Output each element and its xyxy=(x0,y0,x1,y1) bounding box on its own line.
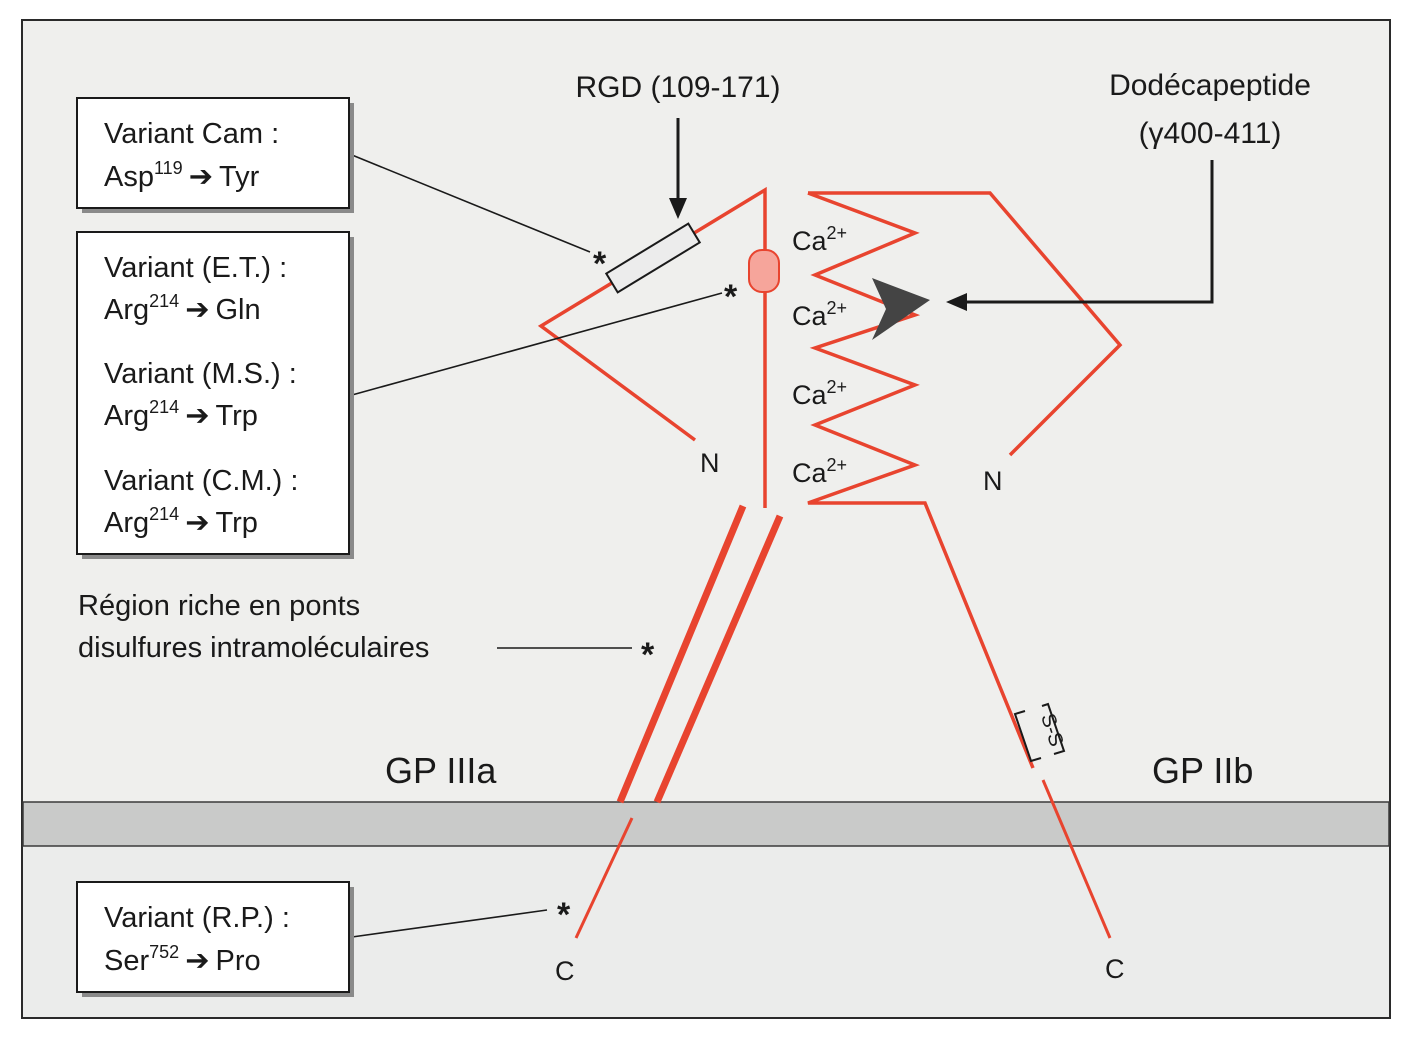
dodecapeptide-range: (γ400-411) xyxy=(1139,117,1282,150)
rgd-label: RGD (109-171) xyxy=(575,71,780,104)
variant-rp-mutation: Ser752➔Pro xyxy=(104,942,261,977)
disulfide-region-label-line2: disulfures intramoléculaires xyxy=(78,632,429,664)
gp3a-cytoplasmic-tail xyxy=(574,817,634,939)
gp2b-c-terminus: C xyxy=(1105,954,1125,984)
cell-membrane xyxy=(22,801,1390,847)
calcium-label-2: Ca2+ xyxy=(792,298,847,331)
ligand-site-oval xyxy=(748,249,780,293)
gp2b-calcium-zigzag xyxy=(807,191,1035,769)
leader-arg214 xyxy=(351,292,723,396)
gp2b-label: GP IIb xyxy=(1152,750,1253,791)
gp2b-outer-loop xyxy=(808,191,1123,457)
gp3a-disulfide-strand-outer xyxy=(616,504,747,804)
variant-ms-title: Variant (M.S.) : xyxy=(104,358,297,390)
variant-cm-mutation: Arg214➔Trp xyxy=(104,504,258,539)
leader-cam xyxy=(351,154,591,253)
dodecapeptide-label: Dodécapeptide xyxy=(1109,69,1311,102)
gp3a-label: GP IIIa xyxy=(385,750,497,791)
dodecapeptide-site-shape xyxy=(872,278,930,340)
rgd-binding-site xyxy=(604,222,702,294)
leader-lines xyxy=(351,154,723,938)
variant-ms-mutation: Arg214➔Trp xyxy=(104,397,258,432)
gp3a-c-terminus: C xyxy=(555,956,575,986)
calcium-label-4: Ca2+ xyxy=(792,455,847,488)
variant-box-cam: Variant Cam : Asp119➔Tyr xyxy=(76,97,354,213)
calcium-label-1: Ca2+ xyxy=(792,223,847,256)
asterisk-disulfide-region: * xyxy=(641,636,655,674)
asterisk-cam: * xyxy=(593,245,607,283)
variant-cm-title: Variant (C.M.) : xyxy=(104,465,298,497)
variant-rp-title: Variant (R.P.) : xyxy=(104,902,290,934)
variant-cam-mutation: Asp119➔Tyr xyxy=(104,158,260,193)
gp2b-n-terminus: N xyxy=(983,466,1003,496)
dodecapeptide-arrow xyxy=(946,160,1214,311)
variant-et-title: Variant (E.T.) : xyxy=(104,252,287,284)
leader-rp xyxy=(351,909,548,938)
gp2b-chain xyxy=(807,191,1123,939)
variant-box-arg214: Variant (E.T.) : Arg214➔Gln Variant (M.S… xyxy=(76,231,354,559)
ss-bond-bracket-right xyxy=(1041,702,1066,755)
disulfide-region-label-line1: Région riche en ponts xyxy=(78,590,360,622)
asterisk-arg214: * xyxy=(724,278,738,316)
gp2b-tail xyxy=(1041,779,1112,939)
variant-et-mutation: Arg214➔Gln xyxy=(104,291,261,326)
asterisk-rp: * xyxy=(557,896,571,934)
rgd-arrow xyxy=(669,118,687,219)
gp3a-n-terminus: N xyxy=(700,448,720,478)
ss-bond-bracket-left xyxy=(1013,710,1042,763)
variant-cam-title: Variant Cam : xyxy=(104,118,279,150)
calcium-label-3: Ca2+ xyxy=(792,377,847,410)
variant-box-rp: Variant (R.P.) : Ser752➔Pro xyxy=(76,881,354,997)
gp3a-disulfide-strand-inner xyxy=(653,514,784,804)
